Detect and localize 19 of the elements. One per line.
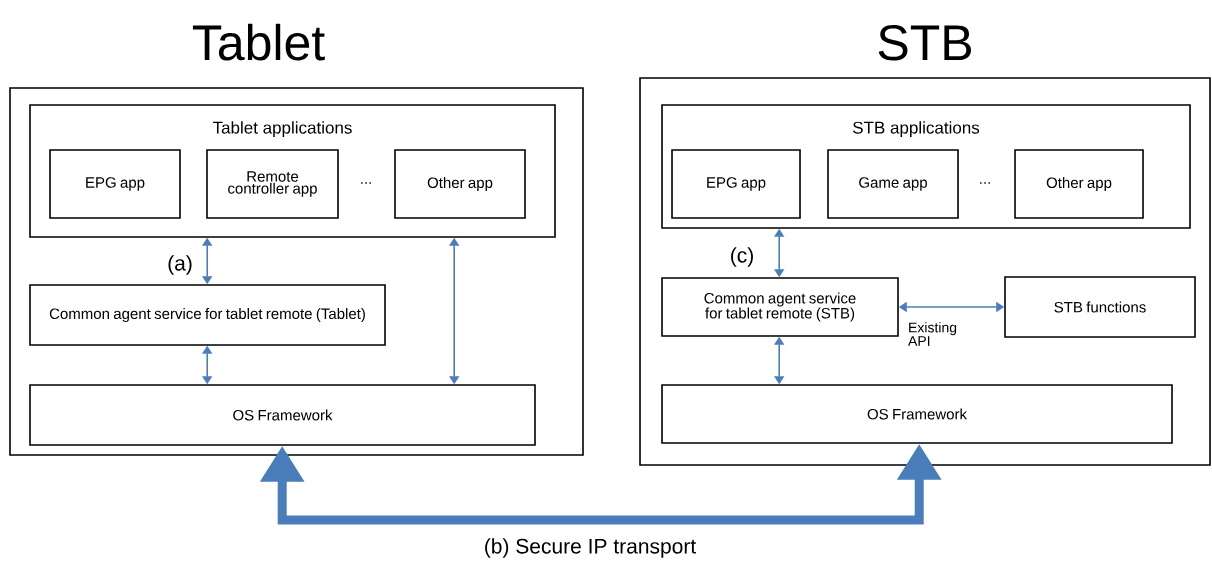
ellipsis: ... — [361, 182, 371, 184]
component-box: OS Framework — [661, 384, 1173, 444]
app-box: Game app — [827, 149, 959, 219]
component-box: Common agent service for tablet remote (STB) — [661, 277, 899, 337]
app-box: EPG app — [49, 149, 181, 219]
app-box: EPG app — [671, 149, 801, 219]
device-title: STB — [878, 25, 971, 61]
app-box: Other app — [394, 149, 526, 219]
edge-label: Existing API — [908, 322, 957, 346]
edge-label: (c) — [731, 247, 753, 267]
edge-label: (a) — [168, 255, 192, 275]
component-box: OS Framework — [29, 384, 536, 446]
ellipsis: ... — [980, 182, 990, 184]
edge-label: (b) Secure IP transport — [485, 538, 697, 558]
app-box: Remote controller app — [206, 149, 339, 219]
app-box: Other app — [1014, 149, 1144, 219]
device-title: Tablet — [192, 23, 325, 61]
component-box: Common agent service for tablet remote (Tablet) — [29, 284, 386, 346]
component-box: STB functions — [1004, 276, 1196, 338]
